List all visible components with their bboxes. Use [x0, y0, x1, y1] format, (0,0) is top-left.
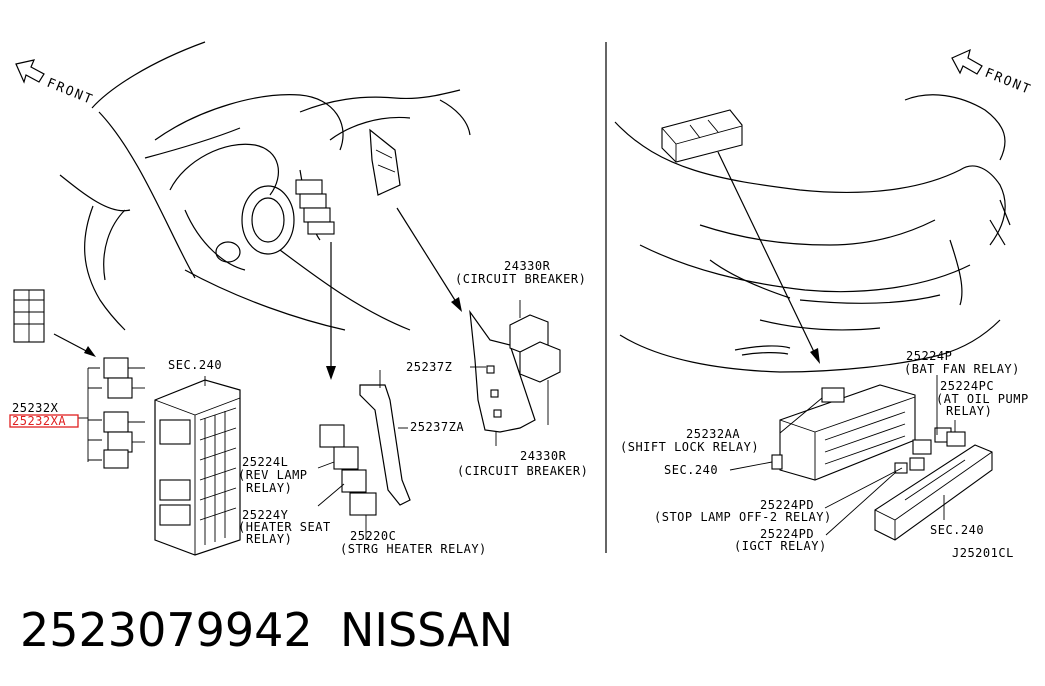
right-labels: 25224P (BAT FAN RELAY) 25224PC (AT OIL P… [620, 349, 1029, 560]
label-25224P: 25224P [906, 349, 952, 363]
left-relay-connector [13, 289, 45, 343]
label-24330R-bottom: 24330R [520, 449, 567, 463]
label-heater-seat-2: RELAY) [246, 532, 292, 546]
label-sec240-bottom-right: SEC.240 [930, 523, 984, 537]
label-rev-lamp-2: RELAY) [246, 481, 292, 495]
left-labels: 25232X 25232XA SEC.240 24330R (CIRCUIT B… [9, 259, 588, 556]
small-relays-right [894, 427, 966, 474]
label-24330R-top: 24330R [504, 259, 551, 273]
label-sec240-right: SEC.240 [664, 463, 718, 477]
label-circuit-breaker-top: (CIRCUIT BREAKER) [455, 272, 586, 286]
brand-name: NISSAN [340, 603, 513, 657]
leader-lines-right [729, 375, 956, 536]
dash-breaker [369, 128, 401, 196]
label-25232XA: 25232XA [12, 414, 66, 428]
leader-arrowhead-right [810, 348, 820, 364]
label-25224Y: 25224Y [242, 508, 289, 522]
label-25224L: 25224L [242, 455, 288, 469]
label-25224PD-2: 25224PD [760, 527, 814, 541]
label-bat-fan: (BAT FAN RELAY) [904, 362, 1020, 376]
front-label-right: FRONT [983, 66, 1034, 98]
fuse-box-sec240 [154, 376, 241, 556]
label-rev-lamp-1: (REV LAMP [238, 468, 308, 482]
relay-cluster-25232X [78, 357, 145, 469]
label-strg-heater: (STRG HEATER RELAY) [340, 542, 487, 556]
front-arrow-right: FRONT [951, 48, 1034, 98]
circuit-breakers [509, 300, 561, 425]
label-igct: (IGCT RELAY) [734, 539, 827, 553]
label-at-oil-2: RELAY) [946, 404, 992, 418]
label-25232X: 25232X [12, 401, 59, 415]
part-number: 2523079942 [20, 603, 313, 657]
long-module-sec240 [874, 444, 993, 541]
label-stop-lamp: (STOP LAMP OFF-2 RELAY) [654, 510, 832, 524]
diagram-code: J25201CL [952, 546, 1014, 560]
leader-arrow-right [717, 151, 817, 357]
label-heater-seat-1: (HEATER SEAT [238, 520, 331, 534]
front-arrow-left: FRONT [15, 59, 96, 108]
label-25224PD-1: 25224PD [760, 498, 814, 512]
label-25237Z: 25237Z [406, 360, 452, 374]
rear-relay-module [661, 109, 743, 163]
leader-arrows-left [53, 207, 462, 380]
car-rear-sketch [614, 94, 1011, 373]
bracket-25237ZA [359, 370, 411, 506]
relay-stack-center [317, 424, 377, 540]
dash-relay-block [295, 179, 335, 235]
front-label-left: FRONT [45, 76, 96, 108]
label-shift-lock: (SHIFT LOCK RELAY) [620, 440, 759, 454]
label-circuit-breaker-bottom: (CIRCUIT BREAKER) [457, 464, 588, 478]
relay-block-sec240 [771, 384, 916, 481]
label-25220C: 25220C [350, 529, 396, 543]
label-at-oil-1: (AT OIL PUMP [936, 392, 1029, 406]
bracket-25237Z [469, 309, 536, 446]
dashboard-sketch [59, 41, 471, 331]
label-25224PC: 25224PC [940, 379, 994, 393]
label-sec240-top: SEC.240 [168, 358, 222, 372]
highlight-box-25232XA [9, 414, 79, 428]
label-25237ZA: 25237ZA [410, 420, 464, 434]
label-25232AA: 25232AA [686, 427, 740, 441]
